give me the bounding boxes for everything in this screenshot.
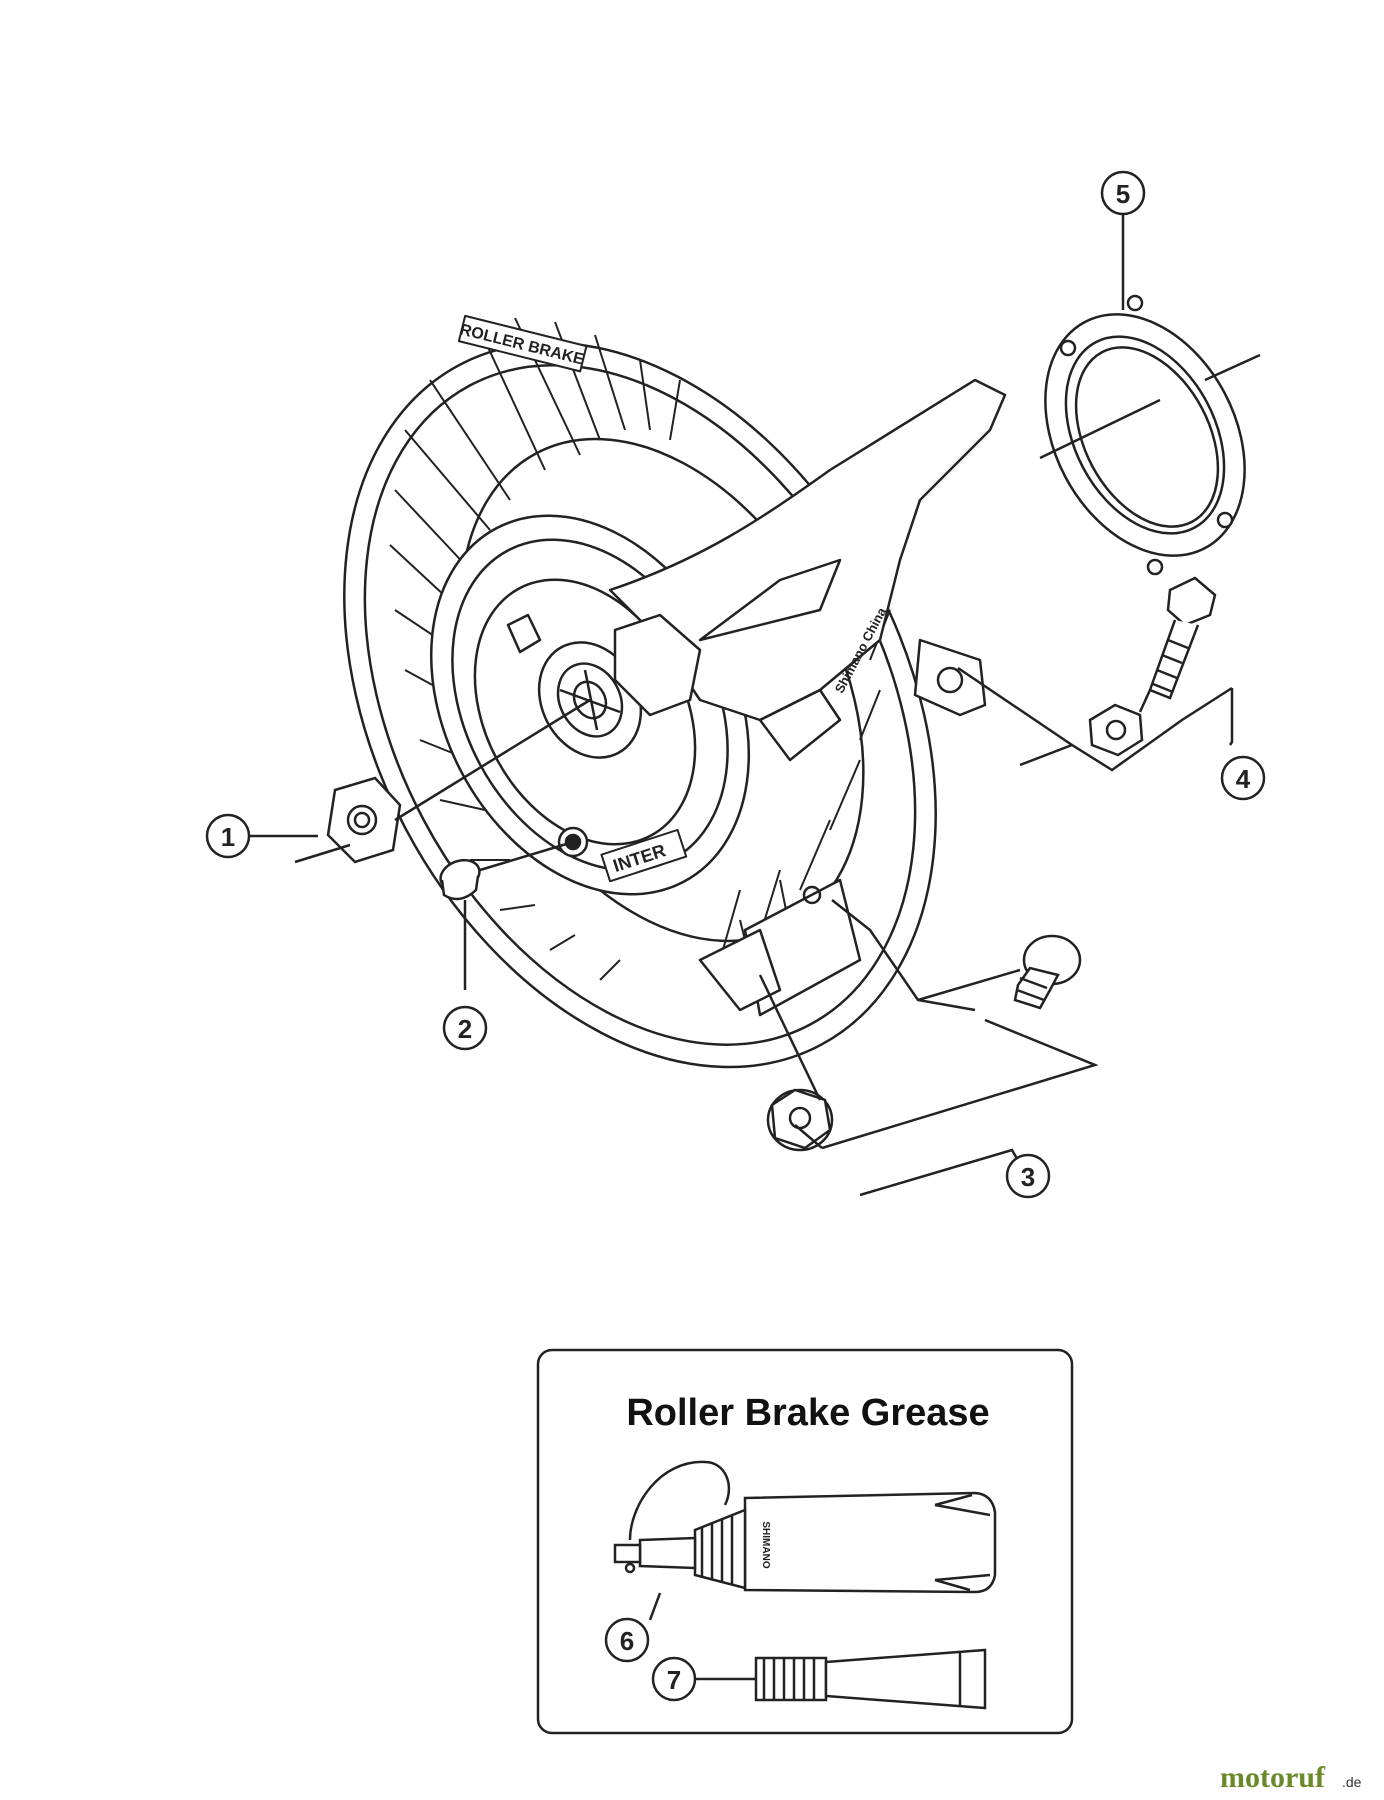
grease-box: Roller Brake Grease SHIMANO 6 [536, 1348, 1074, 1735]
brake-assembly: ROLLER BRAKE INTER Shimano China [343, 314, 1007, 1069]
callout-4: 4 [1220, 755, 1266, 801]
part-2-grease-plug [439, 858, 481, 901]
svg-text:1: 1 [221, 822, 235, 852]
callout-2: 2 [442, 1005, 488, 1051]
callout-6: 6 [604, 1617, 650, 1663]
watermark-brand: motoruf [1220, 1761, 1326, 1794]
part-3-flange-bolt [1013, 934, 1082, 1010]
watermark-tld: .de [1342, 1774, 1362, 1790]
svg-text:5: 5 [1116, 179, 1130, 209]
cable-bracket [698, 878, 862, 1017]
part-5-retainer-ring [1044, 294, 1246, 576]
part-4-nut [1088, 703, 1144, 757]
bottle-brand-text: SHIMANO [760, 1521, 771, 1568]
watermark: motoruf .de [1220, 1761, 1362, 1794]
svg-text:4: 4 [1236, 764, 1251, 794]
svg-text:3: 3 [1021, 1162, 1035, 1192]
part-4-bolt [1148, 576, 1217, 700]
part-7-grease-tube [754, 1648, 987, 1710]
callout-5: 5 [1100, 170, 1146, 216]
actuator-cam [506, 613, 702, 717]
part-4-bolt-and-nut [1088, 576, 1217, 757]
grease-box-title: Roller Brake Grease [626, 1392, 989, 1434]
reaction-arm [608, 378, 1007, 762]
part-3-nut-and-bolt [766, 934, 1082, 1152]
svg-text:2: 2 [458, 1014, 472, 1044]
callouts: 1 2 3 4 5 [205, 170, 1266, 1199]
part-1-hex-nut [326, 776, 402, 864]
callout-1: 1 [205, 813, 251, 859]
callout-3: 3 [1005, 1153, 1051, 1199]
callout-7: 7 [651, 1656, 697, 1702]
part-3-flange-nut [766, 1088, 834, 1152]
part-6-grease-bottle: SHIMANO [613, 1460, 997, 1594]
inter-emboss: INTER [600, 828, 688, 883]
mounting-tab [913, 638, 987, 717]
leader-line-6 [648, 1592, 662, 1621]
svg-text:7: 7 [667, 1665, 681, 1695]
svg-text:6: 6 [620, 1626, 634, 1656]
